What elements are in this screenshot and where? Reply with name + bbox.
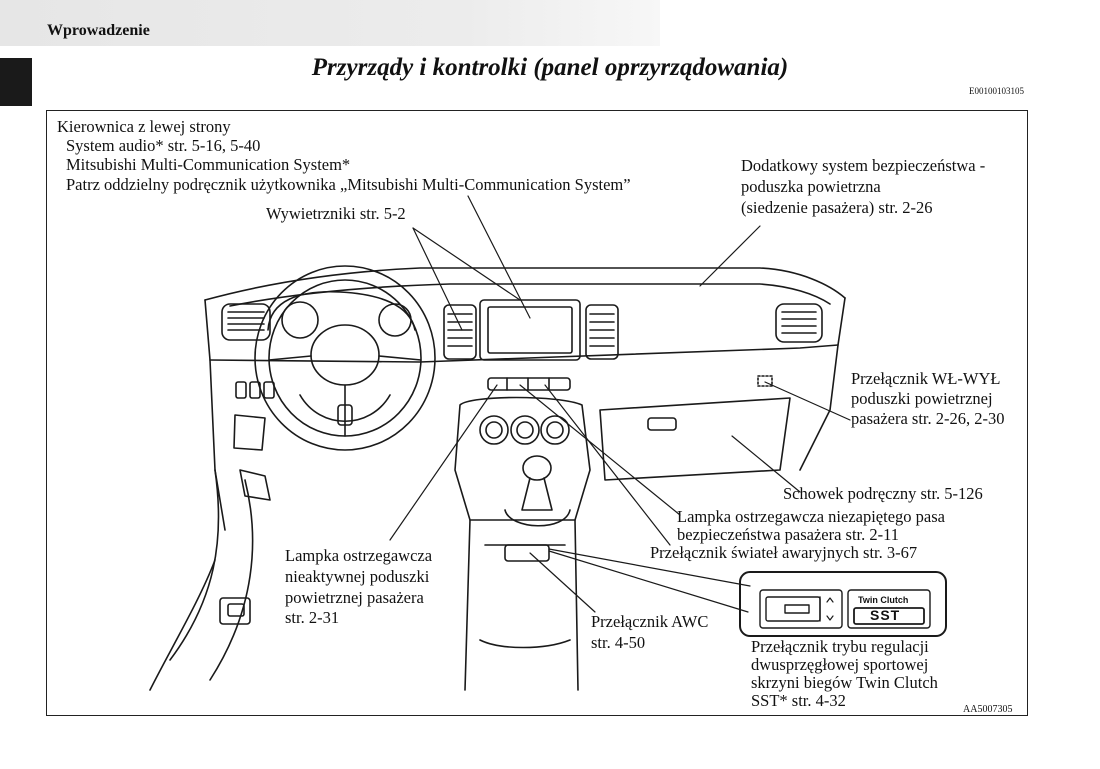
callout-seatbelt-1: Lampka ostrzegawcza niezapiętego pasa [677,507,945,526]
right-vent [775,303,823,343]
callout-switch-3: pasażera str. 2-26, 2-30 [851,409,1005,428]
callout-glovebox: Schowek podręczny str. 5-126 [783,484,983,503]
callout-inactive-3: powietrznej pasażera [285,588,424,607]
figure-code: AA5007305 [963,704,1013,715]
callout-inactive-1: Lampka ostrzegawcza [285,546,433,565]
sst-badge-label: SST [870,607,901,623]
center-console [464,519,579,691]
gear-shifter [504,455,571,527]
callout-switch-2: poduszki powietrznej [851,389,993,408]
callout-sst-3: skrzyni biegów Twin Clutch [751,673,938,692]
instrument-cluster [267,290,416,339]
left-lower-panel [233,381,275,501]
dash-right-side [799,297,846,471]
figure-frame [46,110,1028,716]
left-door-trim [149,469,254,691]
callout-awc-1: Przełącznik AWC [591,612,709,631]
callout-mmcs-manual: Patrz oddzielny podręcznik użytkownika „… [66,175,631,194]
callout-awc-2: str. 4-50 [591,633,646,652]
callout-airbag-2: poduszka powietrzna [741,177,881,196]
callout-sst-2: dwusprzęgłowej sportowej [751,655,929,674]
callout-mmcs: Mitsubishi Multi-Communication System* [66,155,351,174]
callout-seatbelt-2: bezpieczeństwa pasażera str. 2-11 [677,525,900,544]
center-left-vent [443,304,477,360]
callout-airbag-3: (siedzenie pasażera) str. 2-26 [741,198,933,217]
center-display [479,299,581,361]
sst-switch-inset [739,571,947,637]
center-right-vent [585,304,619,360]
dash-lower-edge [209,344,839,363]
callout-inactive-2: nieaktywnej poduszki [285,567,430,586]
section-label: Wprowadzenie [47,22,150,39]
callout-hazard: Przełącznik świateł awaryjnych str. 3-67 [650,543,918,562]
dash-left-side [204,299,226,531]
hazard-strip [487,377,571,391]
twin-clutch-badge-label: Twin Clutch [858,595,909,605]
page-title: Przyrządy i kontrolki (panel oprzyrządow… [311,54,789,81]
center-stack [454,396,591,521]
callout-inactive-4: str. 2-31 [285,608,340,627]
leader-lines [389,195,851,613]
callout-sst-4: SST* str. 4-32 [751,691,846,710]
callout-audio: System audio* str. 5-16, 5-40 [66,136,261,155]
header-band [0,0,660,46]
callout-sst-1: Przełącznik trybu regulacji [751,637,929,656]
document-code: E00100103105 [969,86,1024,96]
section-tab-marker [0,58,32,106]
callout-steering-left: Kierownica z lewej strony [57,117,231,136]
steering-wheel [254,265,436,451]
callout-airbag-1: Dodatkowy system bezpieczeństwa - [741,156,986,175]
dash-top-inner [229,283,831,307]
dash-top-outline [204,267,846,301]
callout-switch-1: Przełącznik WŁ-WYŁ [851,369,1001,388]
glovebox [599,397,791,481]
callout-vents: Wywietrzniki str. 5-2 [266,204,406,223]
